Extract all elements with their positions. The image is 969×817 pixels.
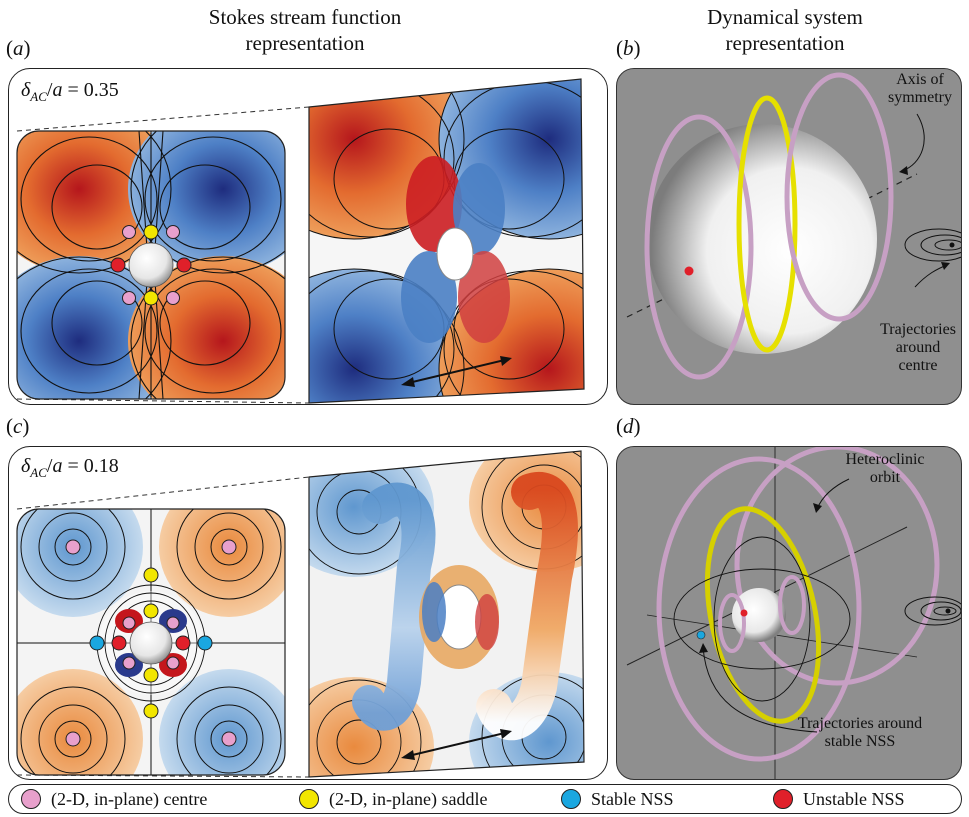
stream-function-3d-c: [308, 450, 585, 778]
dynamical-3d-d: [626, 447, 961, 779]
panel-label-a: (a): [6, 36, 31, 60]
annotation-trajectories-centre: Trajectories around centre: [880, 321, 956, 374]
panel-a: δAC/a = 0.35: [8, 68, 608, 405]
centre-marker: [21, 789, 41, 809]
trajectory-spiral-b: [904, 228, 961, 262]
panel-a-graphic: [16, 78, 585, 404]
stream-function-map-a: [16, 130, 286, 400]
annotation-heteroclinic-orbit: Heteroclinic orbit: [845, 451, 925, 486]
legend-saddle-label: (2-D, in-plane) saddle: [329, 789, 488, 809]
saddle-marker: [299, 789, 319, 809]
legend-stable: Stable NSS: [561, 788, 674, 810]
panel-label-d: (d): [616, 414, 641, 438]
legend-stable-label: Stable NSS: [591, 789, 674, 809]
stable-nss-marker: [561, 789, 581, 809]
delta-label-c: δAC/a = 0.18: [21, 455, 119, 480]
unstable-nss-marker: [773, 789, 793, 809]
delta-label-a: δAC/a = 0.35: [21, 79, 119, 104]
legend-unstable: Unstable NSS: [773, 788, 905, 810]
legend-saddle: (2-D, in-plane) saddle: [299, 788, 487, 810]
stream-function-map-c: [16, 508, 286, 776]
legend: (2-D, in-plane) centre (2-D, in-plane) s…: [8, 784, 962, 814]
panel-label-c: (c): [6, 414, 30, 438]
trajectory-spiral-d: [904, 596, 961, 626]
panel-d: Heteroclinic orbit Trajectories around s…: [616, 446, 962, 780]
stream-function-3d-a: [308, 78, 585, 404]
panel-c-graphic: [16, 450, 585, 778]
annotation-axis-of-symmetry: Axis of symmetry: [888, 71, 952, 106]
legend-centre-label: (2-D, in-plane) centre: [51, 789, 208, 809]
annotation-trajectories-stable-nss: Trajectories around stable NSS: [797, 715, 923, 750]
legend-unstable-label: Unstable NSS: [803, 789, 905, 809]
panel-label-b: (b): [616, 36, 641, 60]
panel-b: Axis of symmetry Trajectories around cen…: [616, 68, 962, 405]
dynamical-3d-b: [626, 72, 961, 380]
panel-c: δAC/a = 0.18: [8, 446, 608, 780]
header-stokes: Stokes stream function representation: [208, 5, 402, 55]
legend-centre: (2-D, in-plane) centre: [21, 788, 207, 810]
header-dynamical: Dynamical system representation: [707, 5, 863, 55]
